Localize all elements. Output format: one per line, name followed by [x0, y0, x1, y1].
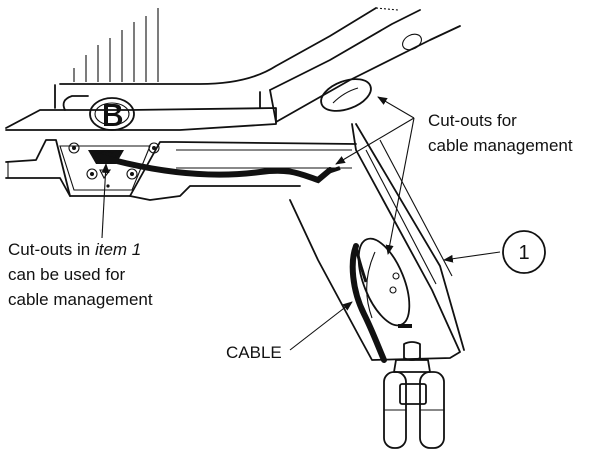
upper-cutout-hole [320, 78, 372, 112]
cable-path [95, 153, 333, 184]
mount-posts [73, 8, 159, 82]
cable-drop [349, 243, 387, 363]
cutouts-right-label-line2: cable management [428, 136, 573, 155]
cutouts-item-label-line2: can be used for [8, 265, 126, 284]
callout-number: 1 [518, 242, 529, 264]
cutouts-item-label-line1: Cut-outs in item 1 [8, 240, 141, 259]
cutouts-item-prefix: Cut-outs in [8, 240, 95, 259]
cutouts-item-label-line3: cable management [8, 290, 153, 309]
upper-arm [59, 7, 461, 123]
caster-wheel [383, 341, 445, 449]
b-logo-icon [89, 97, 135, 131]
callout-arrows [101, 96, 501, 351]
item-1-callout: 1 [502, 230, 546, 274]
central-hub [5, 84, 357, 201]
cutouts-item-ref: item 1 [95, 240, 141, 259]
diagonal-arm-item-1 [289, 123, 465, 361]
cable-label: CABLE [226, 343, 282, 362]
cable [95, 153, 387, 363]
cutouts-right-label-line1: Cut-outs for [428, 111, 517, 130]
